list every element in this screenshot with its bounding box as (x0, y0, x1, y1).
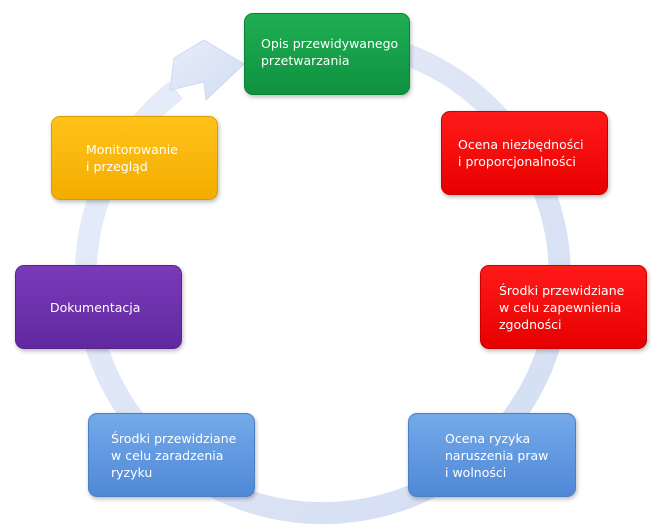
step-risk-assessment-box: Ocena ryzyka naruszenia praw i wolności (408, 413, 576, 497)
step-monitoring-label: Monitorowanie i przegląd (86, 142, 178, 174)
step-monitoring-box: Monitorowanie i przegląd (51, 116, 218, 200)
step-necessity-box: Ocena niezbędności i proporcjonalności (441, 111, 608, 195)
step-compliance-label: Środki przewidziane w celu zapewnienia z… (499, 282, 625, 332)
step-risk-assessment-label: Ocena ryzyka naruszenia praw i wolności (445, 430, 549, 480)
step-risk-mitigation-label: Środki przewidziane w celu zaradzenia ry… (111, 430, 237, 480)
step-documentation-label: Dokumentacja (50, 299, 141, 315)
step-documentation-box: Dokumentacja (15, 265, 182, 349)
step-necessity-label: Ocena niezbędności i proporcjonalności (458, 137, 584, 169)
step-risk-mitigation-box: Środki przewidziane w celu zaradzenia ry… (88, 413, 255, 497)
step-compliance-box: Środki przewidziane w celu zapewnienia z… (480, 265, 647, 349)
step-description-box: Opis przewidywanego przetwarzania (244, 13, 410, 95)
step-description-label: Opis przewidywanego przetwarzania (261, 36, 399, 68)
cycle-arrow-head (169, 39, 245, 102)
